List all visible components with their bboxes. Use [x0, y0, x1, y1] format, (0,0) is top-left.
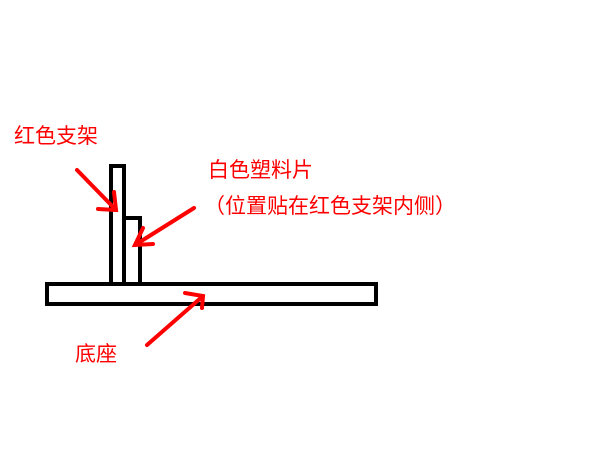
arrow-to-bracket [75, 168, 119, 213]
arrow-to-plastic [131, 206, 196, 248]
red-bracket-shape [109, 164, 126, 284]
arrow-to-base [145, 291, 206, 347]
white-plastic-shape [124, 216, 142, 284]
label-base: 底座 [75, 342, 117, 366]
label-placement-note: （位置贴在红色支架内侧） [204, 194, 456, 218]
label-red-bracket: 红色支架 [14, 124, 98, 148]
base-plate [45, 282, 378, 306]
label-white-plastic: 白色塑料片 [208, 158, 313, 182]
